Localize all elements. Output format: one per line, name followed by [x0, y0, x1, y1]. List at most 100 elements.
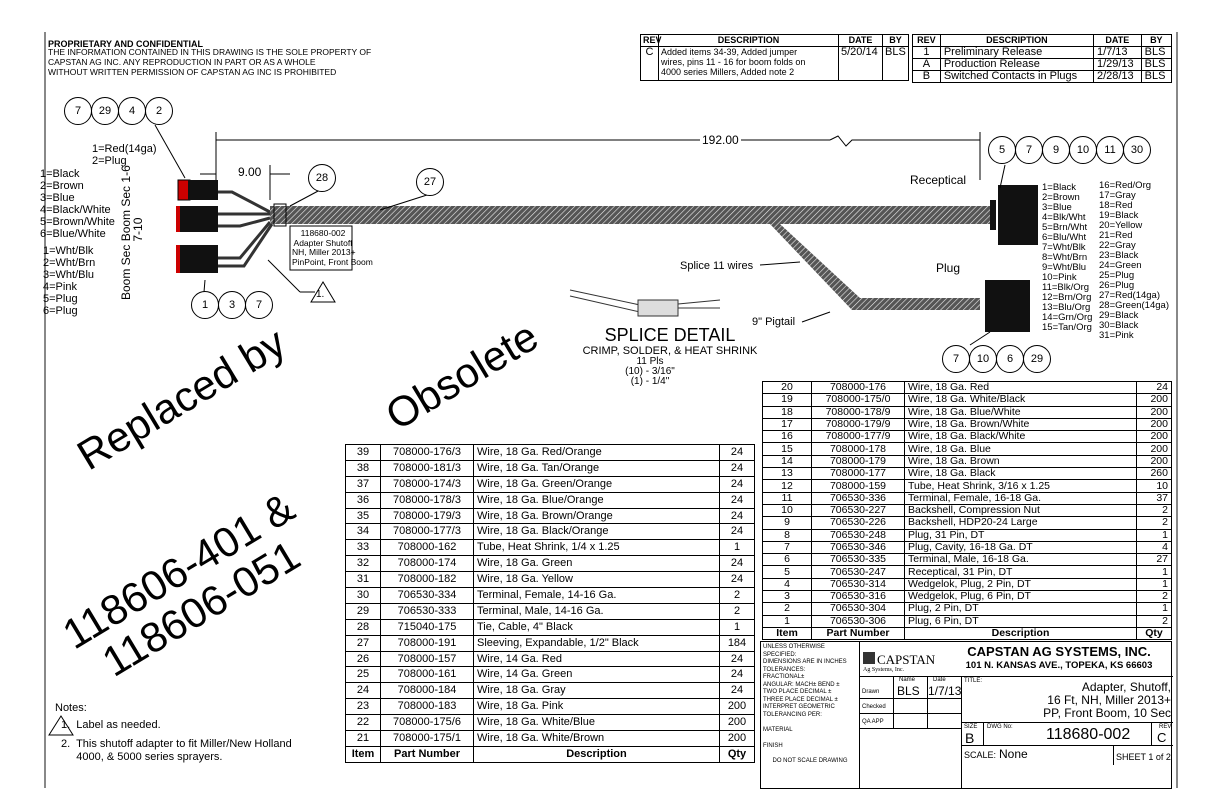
- tolerance-line: TOLERANCING PER:: [763, 711, 822, 718]
- bom-qty: 24: [719, 555, 755, 573]
- balloon-10: 10: [1069, 136, 1097, 164]
- pin-label: 2=Brown: [1042, 192, 1080, 203]
- bom-description: Wire, 18 Ga. Brown/White: [904, 417, 1137, 432]
- scale-label: SCALE:: [964, 750, 997, 760]
- bom-qty: 24: [719, 475, 755, 493]
- bom-qty: 2: [1136, 590, 1172, 604]
- bom-qty: 200: [1136, 405, 1172, 419]
- balloon-4: 4: [118, 97, 146, 125]
- pin-label: 3=Blue: [40, 192, 75, 204]
- tolerance-line: FRACTIONAL±: [763, 674, 805, 680]
- note-item: 1. Label as needed.: [61, 719, 161, 731]
- bom-qty: 200: [1136, 430, 1172, 444]
- bom-qty: 2: [719, 602, 755, 620]
- bom-description: Wire, 18 Ga. Blue: [904, 442, 1137, 456]
- tolerance-line: TOLERANCES:: [763, 666, 806, 673]
- bom-item: 13: [762, 467, 812, 481]
- harness-sleeving: [270, 206, 550, 224]
- pin-label: 6=Blue/White: [40, 228, 106, 240]
- bom-qty: 24: [719, 571, 755, 589]
- bom-item: 18: [762, 405, 812, 419]
- bom-item: 15: [762, 442, 812, 456]
- bom-description: Wire, 18 Ga. Gray: [473, 682, 720, 700]
- bom-description: Wedgelok, Plug, 2 Pin, DT: [904, 577, 1137, 592]
- title-label: TITLE:: [964, 678, 983, 684]
- bom-part-number: 706530-316: [811, 590, 905, 604]
- bom-qty: 200: [1136, 417, 1172, 432]
- pin-label: 11=Blk/Org: [1042, 282, 1090, 293]
- pin-label: 10=Pink: [1042, 272, 1077, 283]
- pin-label: 25=Plug: [1099, 270, 1135, 281]
- bom-qty: 4: [1136, 540, 1172, 555]
- bom-description: Wire, 14 Ga. Red: [473, 650, 720, 668]
- bom-description: Wire, 18 Ga. Blue/White: [904, 405, 1137, 419]
- bom-description: Plug, 31 Pin, DT: [904, 528, 1137, 542]
- splice-detail-graphic: [569, 289, 721, 317]
- date-label: Date: [933, 677, 946, 683]
- splice-line: 11 Pls: [636, 356, 664, 367]
- pin-label: 19=Black: [1099, 210, 1139, 221]
- pin-label: 22=Gray: [1099, 240, 1136, 251]
- bom-part-number: 708000-181/3: [380, 459, 474, 477]
- balloon-10: 10: [969, 345, 997, 373]
- bom-description: Wire, 18 Ga. Tan/Orange: [473, 459, 720, 477]
- label-line: NH, Miller 2013+: [292, 247, 356, 257]
- bom-qty: 1: [1136, 565, 1172, 579]
- splice-label: Splice 11 wires: [680, 260, 754, 272]
- bom-description: Sleeving, Expandable, 1/2" Black: [473, 634, 720, 652]
- drawing-number: 118680-002: [1046, 726, 1131, 743]
- pin-label: 23=Black: [1099, 250, 1139, 261]
- pin-label: 15=Tan/Org: [1042, 322, 1092, 333]
- balloon-28: 28: [308, 164, 336, 192]
- bom-qty: 2: [719, 587, 755, 604]
- notes: Notes: 1. Label as needed. 2. This shuto…: [55, 702, 340, 764]
- bom-description: Wire, 18 Ga. Black/Orange: [473, 523, 720, 541]
- bom-part-number: 706530-306: [811, 614, 905, 628]
- title-block: UNLESS OTHERWISE SPECIFIED:DIMENSIONS AR…: [760, 641, 1173, 789]
- balloon-7: 7: [245, 291, 273, 319]
- balloon-29: 29: [91, 97, 119, 125]
- bom-item: 39: [345, 444, 381, 461]
- bom-description: Wire, 18 Ga. Blue/Orange: [473, 491, 720, 509]
- bom-item: 27: [345, 634, 381, 652]
- tolerance-line: FINISH: [763, 742, 783, 749]
- receptical-connector: [998, 185, 1038, 245]
- pin-label: 5=Brown/White: [40, 216, 115, 228]
- bom-description: Wire, 18 Ga. Red: [904, 380, 1137, 395]
- proprietary-line: WITHOUT WRITTEN PERMISSION OF CAPSTAN AG…: [48, 67, 337, 77]
- bom-description: Wire, 18 Ga. Yellow: [473, 571, 720, 589]
- splice-line: (10) - 3/16": [625, 366, 675, 377]
- pin-label: 4=Pink: [43, 281, 77, 293]
- plug-2pin-body: [188, 180, 218, 200]
- bom-qty: 24: [719, 491, 755, 509]
- note-flag-triangle: [310, 281, 336, 303]
- bom-item: 37: [345, 475, 381, 493]
- bom-description: Terminal, Male, 16-18 Ga.: [904, 553, 1137, 567]
- bom-qty: 184: [719, 634, 755, 652]
- bom-part-number: 706530-346: [811, 540, 905, 555]
- bom-part-number: 708000-179: [811, 454, 905, 469]
- bom-part-number: 706530-336: [811, 491, 905, 505]
- splice-detail: SPLICE DETAIL CRIMP, SOLDER, & HEAT SHRI…: [560, 325, 780, 387]
- boom-sec-labels: Boom Sec Boom Sec 1-6 7-10: [119, 165, 145, 300]
- bom-part-number: 708000-157: [380, 650, 474, 668]
- bom-item: 21: [345, 730, 381, 747]
- tolerance-line: DO NOT SCALE DRAWING: [772, 758, 848, 764]
- receptical-label: Receptical: [910, 173, 967, 187]
- pin-label: 1=Wht/Blk: [43, 245, 94, 257]
- rev-value: C: [1157, 730, 1167, 745]
- notes-title: Notes:: [55, 702, 87, 714]
- bom-header-cell: Description: [473, 745, 720, 763]
